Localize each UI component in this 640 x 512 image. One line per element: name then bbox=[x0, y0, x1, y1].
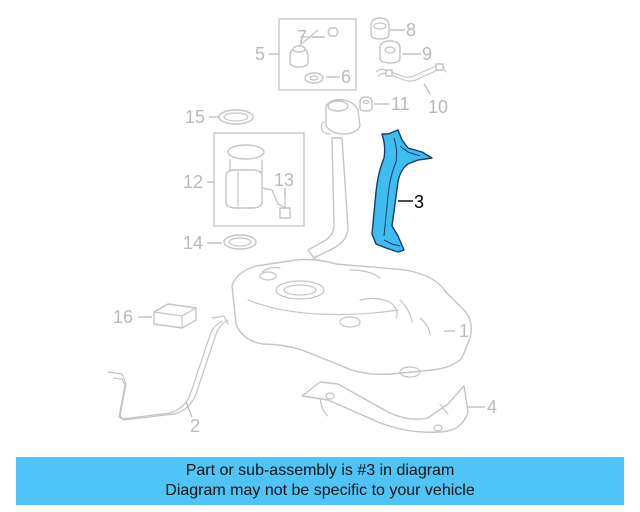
info-banner: Part or sub-assembly is #3 in diagram Di… bbox=[16, 457, 624, 505]
callout-1: 1 bbox=[459, 321, 469, 341]
callout-6: 6 bbox=[341, 67, 351, 87]
part-15-ring bbox=[218, 109, 254, 125]
leader-lines bbox=[138, 29, 485, 418]
callout-5: 5 bbox=[255, 44, 265, 64]
banner-disclaimer-line: Diagram may not be specific to your vehi… bbox=[165, 482, 475, 499]
part-1-fuel-tank bbox=[231, 258, 473, 378]
callout-12: 12 bbox=[183, 172, 203, 192]
callout-11: 11 bbox=[391, 94, 410, 114]
callout-10: 10 bbox=[428, 97, 448, 117]
callout-8: 8 bbox=[406, 20, 416, 40]
part-2-strap bbox=[107, 315, 229, 421]
callout-16: 16 bbox=[113, 307, 133, 327]
part-11-nut bbox=[359, 96, 373, 112]
part-6-grommet bbox=[289, 29, 324, 84]
part-8-cap bbox=[370, 17, 390, 40]
part-4-heat-shield bbox=[301, 381, 469, 433]
callout-2: 2 bbox=[190, 416, 200, 436]
part-14-seal bbox=[223, 234, 257, 250]
part-10-hose bbox=[375, 63, 447, 82]
group-box-12 bbox=[213, 132, 305, 227]
callout-14: 14 bbox=[183, 233, 203, 253]
parts-diagram: 1 2 3 4 5 6 7 8 9 10 11 12 13 14 15 16 bbox=[107, 17, 497, 436]
part-3-bracket-highlighted bbox=[371, 129, 433, 253]
banner-part-line: Part or sub-assembly is #3 in diagram bbox=[185, 462, 455, 479]
callout-4: 4 bbox=[487, 397, 497, 417]
callout-13: 13 bbox=[274, 170, 294, 190]
callout-7: 7 bbox=[297, 27, 307, 47]
part-9-grommet bbox=[379, 40, 401, 64]
callout-9: 9 bbox=[422, 44, 432, 64]
callout-15: 15 bbox=[185, 107, 205, 127]
callout-3: 3 bbox=[414, 192, 424, 212]
filler-neck bbox=[307, 98, 361, 269]
part-12-fuel-pump bbox=[225, 144, 287, 209]
part-16-module bbox=[153, 303, 197, 329]
